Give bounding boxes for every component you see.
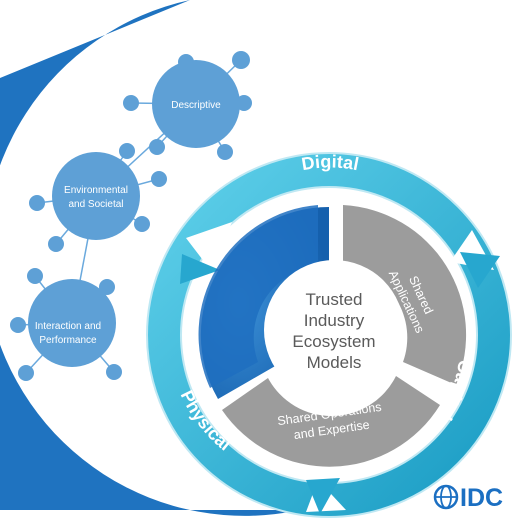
small-node: [134, 216, 150, 232]
segment-inner-left: [198, 205, 318, 388]
small-node: [123, 95, 139, 111]
small-node: [151, 171, 167, 187]
node-descriptive: Descriptive: [152, 60, 240, 148]
idc-logo: IDC: [433, 484, 503, 512]
fan-small-nodes: [10, 51, 252, 381]
node-label: Interaction and: [35, 321, 101, 332]
small-node: [48, 236, 64, 252]
node-environmental-societal: Environmental and Societal: [52, 152, 140, 240]
segment-shared-operations: [222, 376, 440, 467]
ring-label-digital: Digital: [300, 151, 360, 174]
node-label: Descriptive: [171, 100, 221, 111]
small-node: [119, 143, 135, 159]
idc-logo-text: IDC: [460, 484, 503, 512]
node-label: Performance: [39, 335, 97, 346]
center-line: Models: [307, 353, 362, 372]
center-line: Ecosystem: [292, 332, 375, 351]
node-label: and Societal: [68, 199, 123, 210]
center-line: Industry: [304, 311, 365, 330]
center-line: Trusted: [305, 290, 362, 309]
shared-data-fan: [0, 0, 300, 516]
ring-arrowhead: [186, 222, 232, 272]
segment-shared-applications: [343, 205, 467, 385]
small-node: [232, 51, 250, 69]
ring-arrowhead: [460, 252, 500, 288]
small-node: [106, 364, 122, 380]
small-node: [149, 139, 165, 155]
node-interaction-performance: Interaction and Performance: [28, 279, 116, 367]
small-node: [217, 144, 233, 160]
ring-arrowhead: [306, 478, 340, 514]
value-ring: [146, 152, 512, 518]
small-node: [29, 195, 45, 211]
idc-globe-icon: [433, 484, 459, 510]
small-node: [27, 268, 43, 284]
ring-arrowhead: [180, 254, 220, 284]
small-node: [236, 95, 252, 111]
small-node: [18, 365, 34, 381]
small-node: [99, 279, 115, 295]
node-label: Environmental: [64, 185, 128, 196]
center-circle: [264, 260, 404, 400]
small-node: [10, 317, 26, 333]
